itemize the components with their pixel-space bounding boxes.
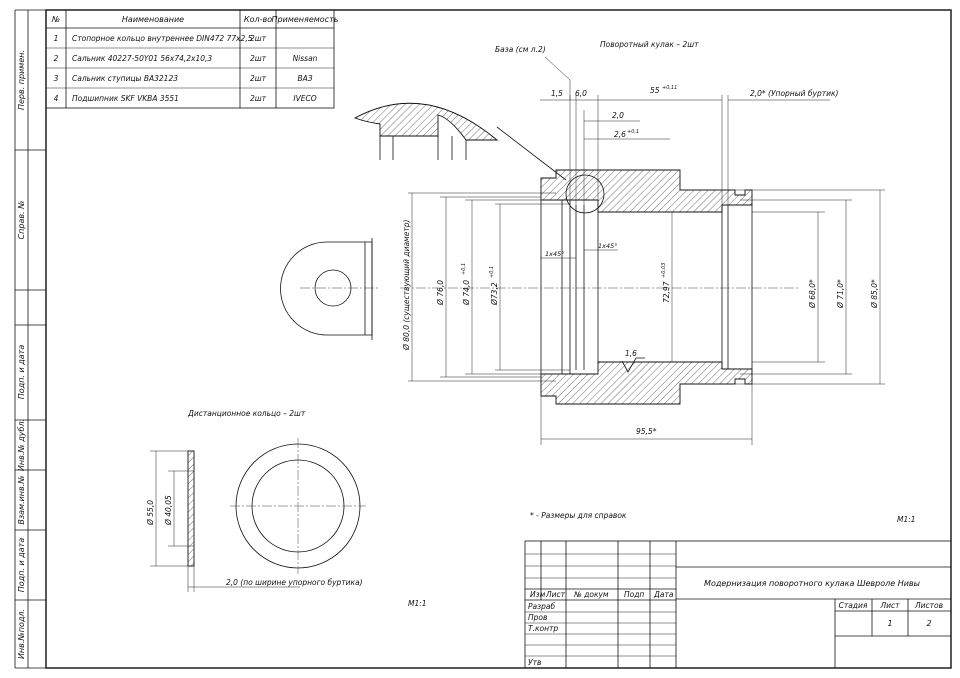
spec-row-1-num: 1 bbox=[54, 34, 59, 43]
dim-6-0: 6,0 bbox=[575, 89, 587, 98]
dim-dia-71: Ø 71,0* bbox=[836, 279, 845, 309]
dim-2-6: 2,6 bbox=[614, 130, 626, 139]
tb-sheet-value: 1 bbox=[887, 619, 892, 628]
spec-row-4-num: 4 bbox=[54, 94, 59, 103]
side-stamp: Перв. примен. Справ. № Подп. и дата Инв.… bbox=[17, 50, 26, 659]
spec-header-num: № bbox=[51, 15, 60, 24]
tb-sheets-value: 2 bbox=[926, 619, 931, 628]
dim-72-97-tol: +0,03 bbox=[661, 263, 667, 278]
spec-row-3-name: Сальник ступицы ВА32123 bbox=[72, 74, 178, 83]
ring-view: Дистанционное кольцо – 2шт Ø 55,0 Ø 40,0… bbox=[146, 409, 366, 592]
main-dimensions bbox=[408, 56, 885, 445]
spec-row-2-num: 2 bbox=[54, 54, 59, 63]
spec-header-name: Наименование bbox=[122, 15, 184, 24]
side-label-podp2: Подп. и дата bbox=[17, 538, 26, 593]
spec-row-4-use: IVECO bbox=[293, 94, 316, 103]
side-label-inv-podl: Инв.№подл. bbox=[17, 609, 26, 659]
sheet-frame bbox=[14, 9, 952, 669]
scale-right: М1:1 bbox=[897, 515, 916, 524]
dim-1-5: 1,5 bbox=[551, 89, 563, 98]
lug-view bbox=[280, 238, 380, 340]
dim-dia-85: Ø 85,0* bbox=[870, 279, 879, 309]
dim-95-5: 95,5* bbox=[636, 427, 657, 436]
dim-72-97: 72,97 bbox=[662, 281, 671, 303]
reference-note: * - Размеры для справок bbox=[530, 511, 627, 520]
dim-2-6-tol: +0,1 bbox=[627, 129, 639, 135]
tb-sheets-label: Листов bbox=[914, 601, 943, 610]
tb-col-list: Лист bbox=[545, 590, 566, 599]
dim-dia-76: Ø 76,0 bbox=[436, 280, 445, 306]
scale-left: М1:1 bbox=[408, 599, 427, 608]
spec-row-1-qty: 2шт bbox=[250, 34, 267, 43]
dim-2-0: 2,0 bbox=[612, 111, 624, 120]
spec-table: № Наименование Кол-во Применяемость 1 Ст… bbox=[45, 9, 339, 109]
side-label-podp1: Подп. и дата bbox=[17, 345, 26, 400]
spec-row-2-name: Сальник 40227-50Y01 56x74,2x10,3 bbox=[72, 54, 212, 63]
dim-dia-74: Ø 74,0 bbox=[462, 280, 471, 306]
dim-55: 55 bbox=[650, 86, 660, 95]
dim-dia-74-tol: +0,1 bbox=[461, 263, 467, 275]
tb-row-utv: Утв bbox=[528, 658, 541, 667]
tb-col-date: Дата bbox=[653, 590, 674, 599]
dim-2-0-stop: 2,0* (Упорный буртик) bbox=[750, 89, 838, 98]
dim-dia-73-2-tol: +0,1 bbox=[489, 266, 495, 278]
dim-dia-73-2: Ø73,2 bbox=[490, 282, 499, 306]
tb-sheet-label: Лист bbox=[879, 601, 900, 610]
side-label-perv: Перв. примен. bbox=[17, 50, 26, 110]
ring-caption: Дистанционное кольцо – 2шт bbox=[187, 409, 306, 418]
roughness-1-6: 1,6 bbox=[625, 349, 637, 358]
spec-row-4-qty: 2шт bbox=[250, 94, 267, 103]
side-label-sprav: Справ. № bbox=[17, 201, 26, 240]
tb-col-izm: Изм bbox=[530, 590, 546, 599]
ring-dia-inner: Ø 40,05 bbox=[164, 495, 173, 526]
spec-row-1-name: Стопорное кольцо внутреннее DIN472 77x2,… bbox=[72, 34, 253, 43]
spec-row-3-num: 3 bbox=[54, 74, 59, 83]
main-section-view bbox=[400, 169, 800, 405]
tb-col-docnum: № докум bbox=[573, 590, 609, 599]
spec-header-use: Применяемость bbox=[272, 15, 339, 24]
tb-col-sign: Подп bbox=[624, 590, 644, 599]
spec-row-3-use: ВАЗ bbox=[297, 74, 312, 83]
spec-header-qty: Кол-во bbox=[244, 15, 272, 24]
side-label-inv-dubl: Инв.№ дубл. bbox=[17, 419, 26, 471]
spec-row-3-qty: 2шт bbox=[250, 74, 267, 83]
ring-width-note: 2,0 (по ширине упорного буртика) bbox=[226, 578, 363, 587]
caption-knuckle: Поворотный кулак – 2шт bbox=[600, 40, 699, 49]
dim-dia-68: Ø 68,0* bbox=[808, 279, 817, 309]
tb-row-razrab: Разраб bbox=[528, 602, 555, 611]
tb-doc-title: Модернизация поворотного кулака Шевроле … bbox=[704, 579, 920, 588]
notes: * - Размеры для справок М1:1 М1:1 bbox=[408, 511, 916, 608]
spec-row-2-qty: 2шт bbox=[250, 54, 267, 63]
chamfer-2: 1х45° bbox=[598, 242, 618, 250]
chamfer-1: 1х45° bbox=[545, 250, 565, 258]
spec-row-2-use: Nissan bbox=[293, 54, 318, 63]
dim-55-tol: +0,11 bbox=[662, 85, 677, 91]
tb-row-prov: Пров bbox=[528, 613, 547, 622]
dim-dia-80: Ø 80,0 (существующий диаметр) bbox=[402, 220, 411, 351]
main-dimension-labels: Поворотный кулак – 2шт База (см л.2) 1,5… bbox=[402, 40, 879, 436]
side-label-vzam: Взам.инв.№ bbox=[17, 475, 26, 524]
base-note: База (см л.2) bbox=[495, 45, 546, 54]
title-block: Изм Лист № докум Подп Дата Разраб Пров Т… bbox=[524, 540, 952, 669]
tb-stage-label: Стадия bbox=[839, 601, 868, 610]
spec-row-4-name: Подшипник SKF VKBA 3551 bbox=[72, 94, 179, 103]
ring-dia-outer: Ø 55,0 bbox=[146, 500, 155, 526]
detail-view-fragment bbox=[353, 102, 567, 181]
tb-row-tkontr: Т.контр bbox=[528, 624, 558, 633]
